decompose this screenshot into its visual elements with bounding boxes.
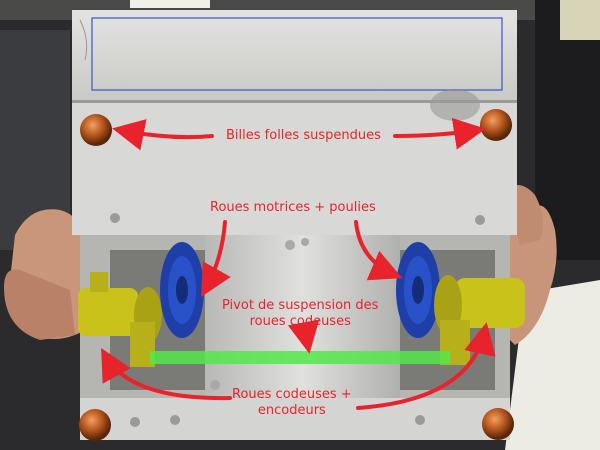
label-encoders-line2: encodeurs bbox=[257, 403, 326, 418]
arrow-right-encoder bbox=[356, 322, 496, 410]
caster-ball-top-right bbox=[480, 109, 512, 141]
pivot-axle bbox=[150, 351, 450, 364]
arrow-right-drive bbox=[354, 220, 403, 281]
caster-ball-bottom-right bbox=[482, 408, 514, 440]
label-pivot: Pivot de suspension des roues codeuses bbox=[222, 298, 378, 330]
label-drive-wheels: Roues motrices + poulies bbox=[210, 200, 376, 215]
top-cover-plate bbox=[72, 10, 517, 100]
label-pivot-line1: Pivot de suspension des bbox=[222, 298, 379, 313]
label-encoders-line1: Roues codeuses + bbox=[232, 387, 352, 402]
arrow-right-caster bbox=[393, 117, 486, 150]
caster-ball-bottom-left bbox=[79, 409, 111, 441]
arrow-left-caster bbox=[112, 119, 214, 151]
left-encoder-wheel bbox=[78, 272, 162, 367]
arrow-left-drive bbox=[201, 220, 231, 297]
label-pivot-line2: roues codeuses bbox=[249, 314, 351, 329]
annotation-arrows bbox=[101, 117, 496, 410]
right-drive-wheel bbox=[396, 242, 440, 338]
label-caster-balls: Billes folles suspendues bbox=[226, 128, 381, 143]
label-encoders: Roues codeuses + encodeurs bbox=[232, 387, 352, 419]
caster-ball-top-left bbox=[80, 114, 112, 146]
arrow-left-encoder bbox=[101, 348, 232, 401]
bottom-bar bbox=[80, 398, 510, 440]
left-drive-wheel bbox=[160, 242, 204, 338]
arrow-pivot bbox=[287, 319, 320, 354]
